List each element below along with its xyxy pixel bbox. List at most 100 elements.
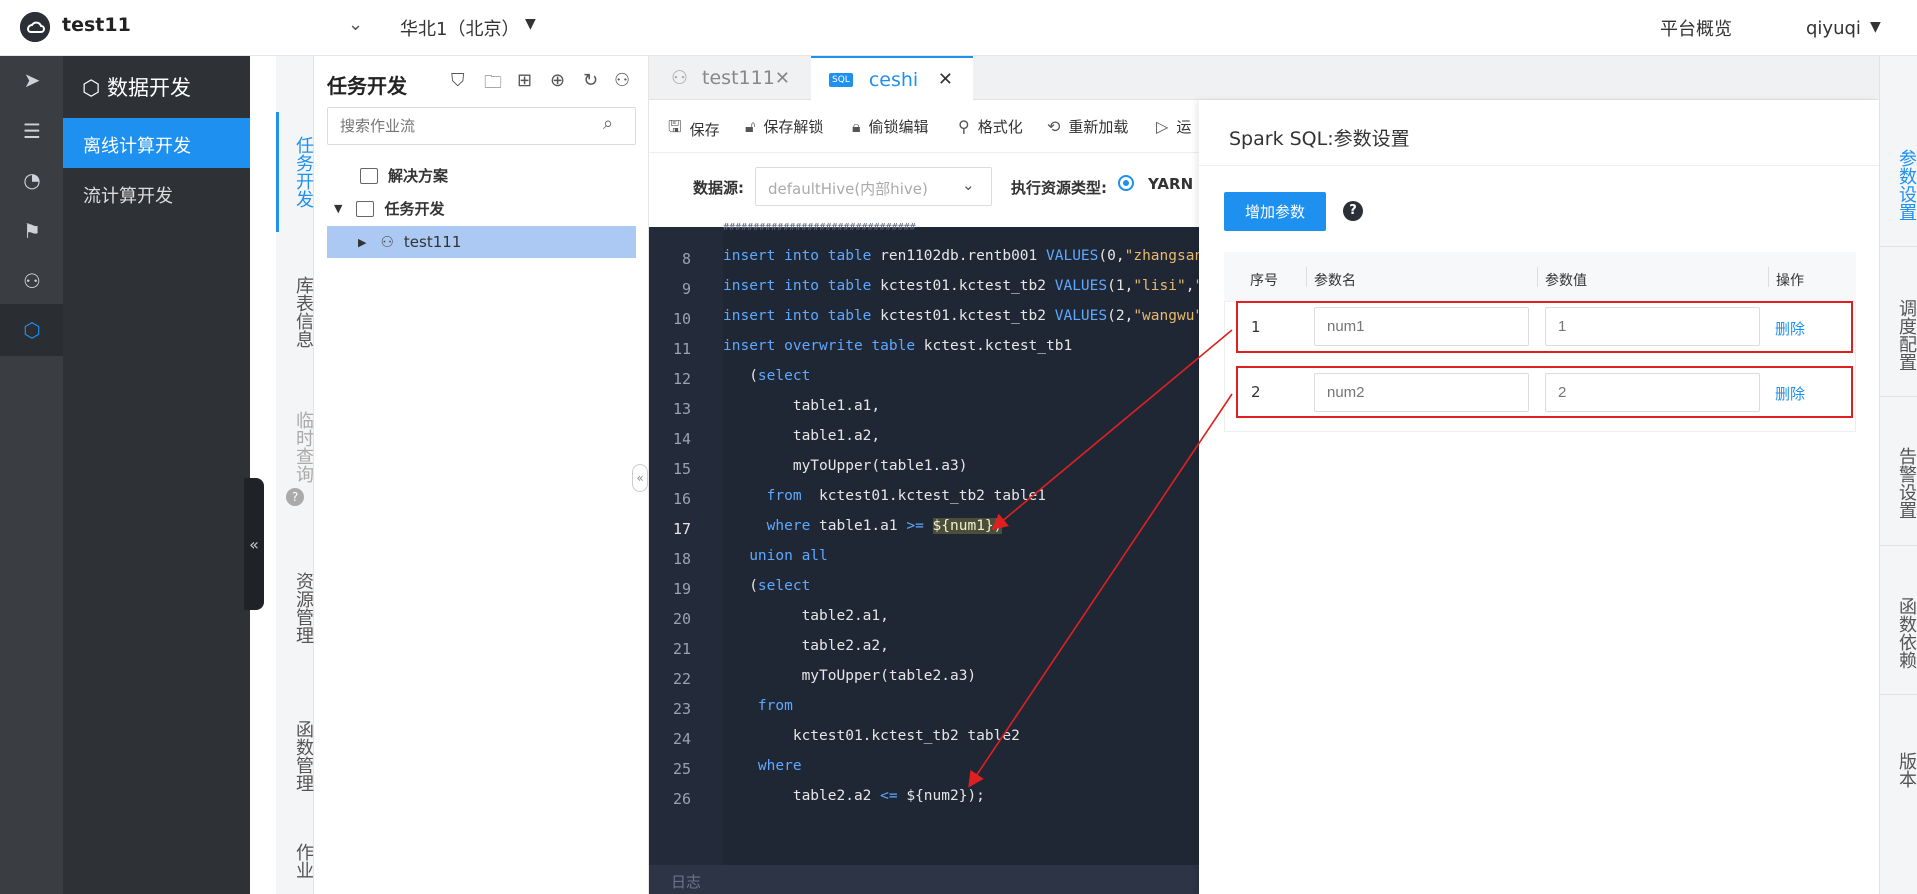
editor-toolbar <box>649 101 1199 153</box>
save-unlock-button[interactable]: 🔓︎保存解锁 <box>745 116 824 137</box>
folder-icon[interactable]: 🗀 <box>484 72 502 93</box>
yarn-radio[interactable] <box>1118 175 1134 191</box>
code-line: table1.a2, <box>723 428 881 444</box>
divider <box>1879 545 1917 546</box>
code-line-comment: ################################ <box>723 222 916 233</box>
help-icon[interactable]: ? <box>286 488 304 506</box>
vtab-jobs[interactable]: 作业 <box>293 843 314 879</box>
rvtab-version[interactable]: 版本 <box>1896 752 1917 788</box>
column-header-action: 操作 <box>1776 273 1804 289</box>
code-line: table2.a2 <= ${num2}); <box>723 788 985 804</box>
tree-item-task-dev[interactable]: ▼任务开发 <box>334 200 445 218</box>
nav-item-stream[interactable]: 流计算开发 <box>83 186 173 207</box>
code-line: table1.a1, <box>723 398 881 414</box>
param-table-header <box>1224 252 1856 302</box>
region-selector[interactable]: 华北1（北京） <box>400 19 520 40</box>
code-line: insert into table kctest01.kctest_tb2 VA… <box>723 308 1229 324</box>
code-line: myToUpper(table2.a3) <box>723 668 977 684</box>
delete-param-button[interactable]: 删除 <box>1775 320 1806 338</box>
collapse-nav-button[interactable]: « <box>244 478 264 610</box>
right-vertical-tabs <box>1879 56 1917 894</box>
folder-icon <box>360 167 378 184</box>
vtab-functions[interactable]: 函数管理 <box>293 720 314 792</box>
vtab-task-dev[interactable]: 任务开发 <box>276 112 314 232</box>
code-line: from <box>757 698 793 714</box>
close-icon[interactable]: ✕ <box>937 69 953 90</box>
yarn-label: YARN <box>1148 175 1194 193</box>
tree-selection-highlight <box>327 226 636 258</box>
org-icon[interactable]: ⚇ <box>23 269 41 293</box>
param-name-input[interactable] <box>1314 373 1529 412</box>
caret-down-icon[interactable]: ▼ <box>525 16 536 32</box>
code-line: union all <box>749 548 828 564</box>
chevron-down-icon[interactable]: ⌄ <box>962 176 975 194</box>
line-number: 24 <box>672 730 691 748</box>
divider <box>1879 694 1917 695</box>
rvtab-schedule[interactable]: 调度配置 <box>1896 299 1917 371</box>
tab-test111[interactable]: ⚇test111✕ <box>671 67 790 89</box>
save-button[interactable]: 🖫保存 <box>668 116 720 143</box>
line-number: 9 <box>681 280 691 298</box>
project-name: test11 <box>62 14 131 36</box>
param-value-input[interactable] <box>1545 307 1760 346</box>
line-number: 18 <box>672 550 691 568</box>
line-number: 26 <box>672 790 691 808</box>
chevron-down-icon[interactable]: ⌄ <box>348 14 364 35</box>
workflow-icon[interactable]: ⚇ <box>614 70 631 91</box>
datasource-row <box>649 153 1199 227</box>
search-icon[interactable]: ⌕ <box>603 113 614 134</box>
run-button[interactable]: ▷运 <box>1156 117 1192 136</box>
caret-down-icon[interactable]: ▼ <box>1870 19 1881 35</box>
tree-item-solutions[interactable]: 解决方案 <box>360 165 448 186</box>
param-value-input[interactable] <box>1545 373 1760 412</box>
vtab-resources[interactable]: 资源管理 <box>293 572 314 644</box>
nav-title: ⬡ 数据开发 <box>82 76 192 100</box>
rvtab-params[interactable]: 参数设置 <box>1896 149 1917 221</box>
help-icon[interactable]: ? <box>1343 201 1363 221</box>
pie-chart-icon[interactable]: ◔ <box>23 168 41 192</box>
send-icon[interactable]: ➤ <box>23 68 41 92</box>
collapse-tree-button[interactable]: « <box>632 464 648 492</box>
caret-right-icon[interactable]: ▶ <box>358 235 367 249</box>
caret-down-icon[interactable]: ▼ <box>334 202 343 215</box>
format-button[interactable]: ⚲格式化 <box>958 117 1023 136</box>
new-file-icon[interactable]: ⊞ <box>517 70 533 91</box>
stamp-icon[interactable]: ⚑ <box>23 219 41 243</box>
reload-button[interactable]: ⟲重新加载 <box>1047 117 1129 136</box>
panel-title: Spark SQL:参数设置 <box>1229 128 1410 150</box>
log-bar[interactable]: 日志 <box>649 865 1199 894</box>
datasource-select[interactable]: defaultHive(内部hive) <box>755 167 992 206</box>
code-line: insert overwrite table kctest.kctest_tb1 <box>723 338 1073 354</box>
code-line: from kctest01.kctest_tb2 table1 <box>766 488 1047 504</box>
add-param-button[interactable]: 增加参数 <box>1224 192 1326 231</box>
line-number: 13 <box>672 400 691 418</box>
top-bar <box>0 0 1917 56</box>
rvtab-func-deps[interactable]: 函数依赖 <box>1896 597 1917 669</box>
rail-active-highlight <box>0 304 63 356</box>
platform-overview-link[interactable]: 平台概览 <box>1660 19 1732 40</box>
layers-icon[interactable]: ☰ <box>23 119 41 143</box>
close-icon[interactable]: ✕ <box>774 67 790 89</box>
broom-icon: ⚲ <box>958 117 970 136</box>
divider <box>1306 267 1307 287</box>
tree-item-test111[interactable]: ▶⚇test111 <box>358 233 462 251</box>
vtab-temp-query[interactable]: 临时查询 <box>293 411 314 483</box>
delete-param-button[interactable]: 删除 <box>1775 385 1806 403</box>
refresh-icon[interactable]: ↻ <box>583 70 599 91</box>
data-dev-icon[interactable]: ⬡ <box>23 318 41 342</box>
row-index: 1 <box>1251 318 1261 336</box>
nav-item-offline[interactable]: 离线计算开发 <box>63 118 250 168</box>
param-name-input[interactable] <box>1314 307 1529 346</box>
line-number: 23 <box>672 700 691 718</box>
left-vertical-tabs <box>276 56 314 894</box>
steal-lock-button[interactable]: 🔒︎偷锁编辑 <box>852 116 929 137</box>
param-settings-panel <box>1199 100 1879 894</box>
user-menu[interactable]: qiyuqi <box>1806 18 1861 39</box>
rvtab-alerts[interactable]: 告警设置 <box>1896 447 1917 519</box>
code-line: insert into table ren1102db.rentb001 VAL… <box>723 248 1229 264</box>
user-task-icon[interactable]: ⛉ <box>451 70 465 91</box>
target-icon[interactable]: ⊕ <box>550 70 566 91</box>
vtab-table-info[interactable]: 库表信息 <box>293 276 314 348</box>
search-input[interactable] <box>327 107 636 145</box>
